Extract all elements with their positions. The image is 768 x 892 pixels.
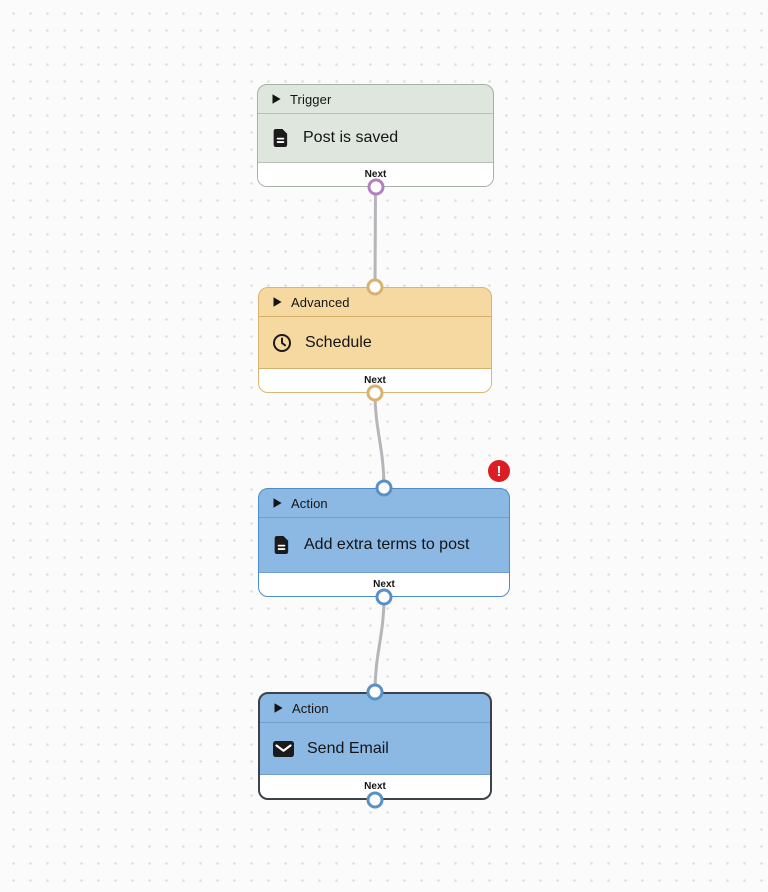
node-action-send-email[interactable]: Action Send Email Next bbox=[258, 692, 492, 800]
node-action-add-extra-terms[interactable]: Action Add extra terms to post Next bbox=[258, 488, 510, 597]
port-trigger-output[interactable] bbox=[367, 178, 384, 196]
node-header[interactable]: Action bbox=[260, 694, 490, 723]
node-next-footer[interactable]: Next bbox=[258, 162, 493, 186]
node-title: Add extra terms to post bbox=[304, 536, 470, 553]
port-advanced-output[interactable] bbox=[366, 384, 384, 402]
node-category-label: Action bbox=[292, 700, 329, 716]
node-body: Send Email bbox=[260, 723, 490, 774]
collapse-play-icon bbox=[273, 498, 282, 508]
envelope-icon bbox=[273, 740, 294, 757]
next-label: Next bbox=[364, 375, 386, 386]
edge-action-to-sendemail[interactable] bbox=[373, 595, 386, 694]
next-label: Next bbox=[364, 169, 387, 180]
document-icon bbox=[271, 128, 290, 148]
node-category-label: Trigger bbox=[290, 91, 332, 107]
next-label: Next bbox=[373, 579, 395, 590]
node-trigger-post-is-saved[interactable]: Trigger Post is saved Next bbox=[257, 84, 494, 187]
node-category-label: Advanced bbox=[291, 294, 350, 310]
node-body: Post is saved bbox=[258, 114, 493, 162]
node-header[interactable]: Action bbox=[259, 489, 509, 518]
node-title: Send Email bbox=[307, 739, 389, 757]
port-action-send-email-output[interactable] bbox=[366, 791, 384, 809]
port-advanced-input[interactable] bbox=[366, 278, 384, 296]
port-action-send-email-input[interactable] bbox=[366, 683, 384, 701]
node-body: Add extra terms to post bbox=[259, 518, 509, 572]
node-advanced-schedule[interactable]: Advanced Schedule Next bbox=[258, 287, 492, 393]
collapse-play-icon bbox=[273, 297, 282, 307]
error-badge[interactable]: ! bbox=[488, 460, 510, 482]
port-action-add-extra-terms-output[interactable] bbox=[375, 588, 393, 606]
node-header[interactable]: Advanced bbox=[259, 288, 491, 317]
edge-trigger-to-advanced[interactable] bbox=[373, 185, 377, 289]
node-title: Post is saved bbox=[303, 129, 399, 146]
node-body: Schedule bbox=[259, 317, 491, 368]
node-category-label: Action bbox=[291, 495, 328, 511]
edge-advanced-to-action[interactable] bbox=[373, 391, 386, 490]
collapse-play-icon bbox=[274, 703, 283, 713]
next-label: Next bbox=[364, 781, 386, 792]
port-action-add-extra-terms-input[interactable] bbox=[375, 479, 393, 497]
node-header[interactable]: Trigger bbox=[258, 85, 493, 114]
node-title: Schedule bbox=[305, 333, 372, 351]
error-badge-symbol: ! bbox=[496, 462, 502, 480]
clock-icon bbox=[272, 333, 292, 353]
document-icon bbox=[272, 535, 291, 555]
collapse-play-icon bbox=[272, 94, 281, 104]
